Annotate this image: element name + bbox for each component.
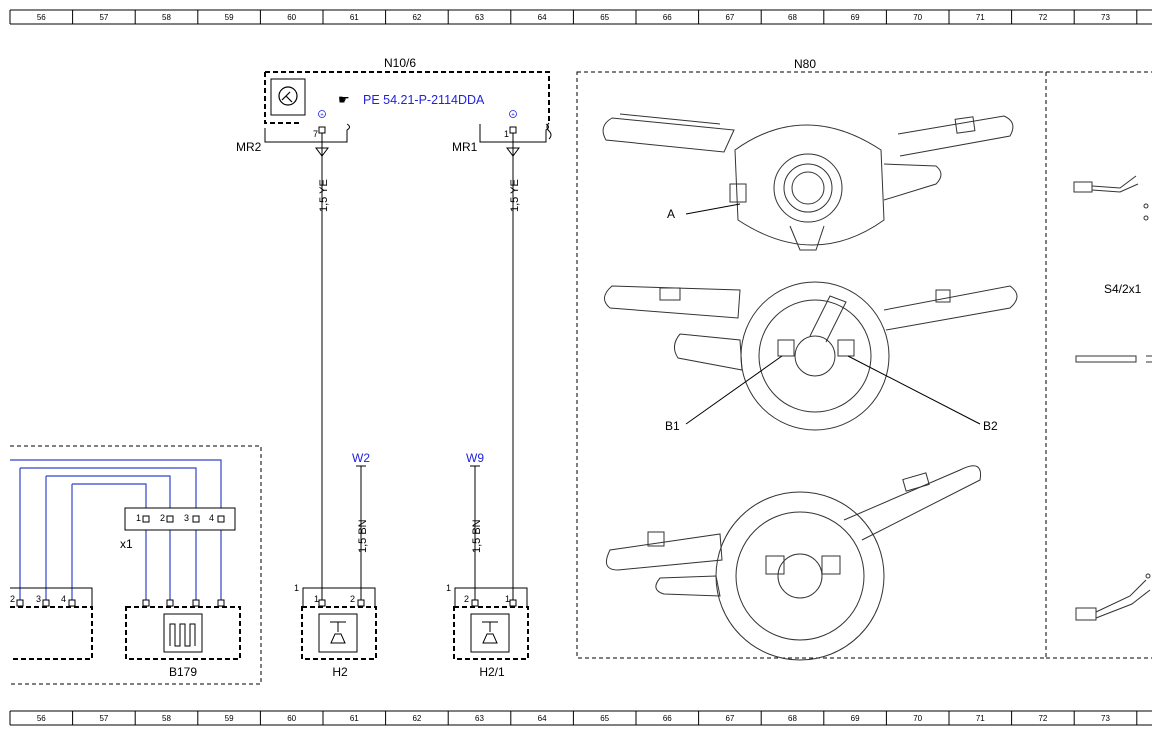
svg-text:1: 1 [446,583,451,593]
component-n10-6[interactable]: N10/6 ☛ PE 54.21-P-2114DDA + 7 + 1 [264,56,552,143]
bottom-ruler-number: 56 [37,714,46,723]
steering-column-switch-drawing-2 [604,281,1018,431]
wire-w9-label: 1,5 BN [471,519,483,553]
bottom-ruler-number: 61 [350,714,359,723]
module-symbol-icon [270,78,306,116]
svg-text:4: 4 [209,513,214,523]
bottom-ruler-number: 68 [788,714,797,723]
top-ruler-number: 58 [162,13,171,22]
horn-icon [318,613,358,653]
svg-text:1: 1 [505,594,510,604]
top-ruler-number: 57 [99,13,108,22]
ground-point-w9[interactable]: W9 [466,451,484,465]
steering-column-switch-drawing-1 [602,113,1014,251]
bottom-ruler-number: 73 [1101,714,1110,723]
bottom-ruler-number: 67 [725,714,734,723]
ref-link-pe-54-21[interactable]: PE 54.21-P-2114DDA [363,93,485,107]
top-ruler-number: 71 [976,13,985,22]
top-ruler-number: 62 [412,13,421,22]
top-ruler-number: 64 [538,13,547,22]
bottom-ruler-number: 60 [287,714,296,723]
h2-label: H2 [332,665,348,679]
n80-label: N80 [794,57,816,71]
top-ruler-number: 60 [287,13,296,22]
wire-w2-label: 1,5 BN [357,519,369,553]
bottom-ruler-number: 69 [851,714,860,723]
b179-label: B179 [169,665,197,679]
bottom-ruler-number: 57 [99,714,108,723]
bottom-ruler-number: 59 [225,714,234,723]
callout-b1: B1 [665,419,680,433]
component-b179[interactable] [125,606,241,660]
bottom-ruler-number: 72 [1038,714,1047,723]
top-ruler: 56 57 58 59 60 61 62 63 64 65 66 67 68 69 70 71 72 73 [9,9,1152,25]
mr1-label: MR1 [452,140,478,154]
cable-connector-icon [1075,579,1151,621]
component-h2-1[interactable]: 1 2 1 H2/1 [446,583,529,679]
callout-b2: B2 [983,419,998,433]
left-control-area: 1 2 3 4 x1 B179 2 3 4 [10,445,262,685]
component-n80[interactable]: N80 A [576,57,1047,661]
plug-connector-icon [1073,175,1139,193]
ground-point-w2[interactable]: W2 [352,451,370,465]
mr2-label: MR2 [236,140,262,154]
wire-mr2-label: 1,5 YE [318,179,330,212]
top-ruler-number: 56 [37,13,46,22]
bottom-ruler-number: 58 [162,714,171,723]
svg-text:2: 2 [10,594,15,604]
svg-text:2: 2 [350,594,355,604]
top-ruler-number: 73 [1101,13,1110,22]
h2-1-label: H2/1 [479,665,505,679]
svg-text:3: 3 [184,513,189,523]
svg-text:4: 4 [61,594,66,604]
x1-label: x1 [120,537,133,551]
s4-2x1-label: S4/2x1 [1104,282,1142,296]
small-marks-icon [1143,203,1151,579]
steering-column-switch-drawing-3 [605,465,982,661]
top-ruler-number: 68 [788,13,797,22]
svg-text:2: 2 [464,594,469,604]
connector-x1[interactable] [124,507,236,531]
bottom-ruler-number: 63 [475,714,484,723]
bottom-ruler-number: 65 [600,714,609,723]
svg-text:3: 3 [36,594,41,604]
pin-mr1-number: 1 [504,129,509,139]
top-ruler-number: 67 [725,13,734,22]
svg-text:1: 1 [294,583,299,593]
wire-mr1-label: 1,5 YE [509,179,521,212]
top-ruler-number: 69 [851,13,860,22]
top-ruler-number: 61 [350,13,359,22]
bottom-ruler-number: 66 [663,714,672,723]
callout-a: A [667,207,675,221]
component-h2[interactable]: 1 1 2 H2 [294,583,377,679]
pointing-hand-icon: ☛ [338,93,350,108]
bottom-ruler-number: 64 [538,714,547,723]
horn-icon [470,613,510,653]
pin-drawing-icon [1075,355,1152,363]
top-ruler-number: 66 [663,13,672,22]
bottom-ruler-number: 62 [412,714,421,723]
top-ruler-number: 72 [1038,13,1047,22]
bottom-ruler: 56 57 58 59 60 61 62 63 64 65 66 67 68 69 70 71 72 73 [9,710,1152,726]
svg-text:2: 2 [160,513,165,523]
pin-mr2-number: 7 [313,129,318,139]
top-ruler-number: 59 [225,13,234,22]
svg-text:1: 1 [314,594,319,604]
top-ruler-number: 65 [600,13,609,22]
top-ruler-number: 63 [475,13,484,22]
svg-text:1: 1 [136,513,141,523]
svg-text:+: + [320,113,324,119]
bottom-ruler-number: 70 [913,714,922,723]
bottom-ruler-number: 71 [976,714,985,723]
top-ruler-number: 70 [913,13,922,22]
component-s4-2x1[interactable]: S4/2x1 [1046,71,1152,659]
svg-text:+: + [511,113,515,119]
n10-6-label: N10/6 [384,56,416,70]
